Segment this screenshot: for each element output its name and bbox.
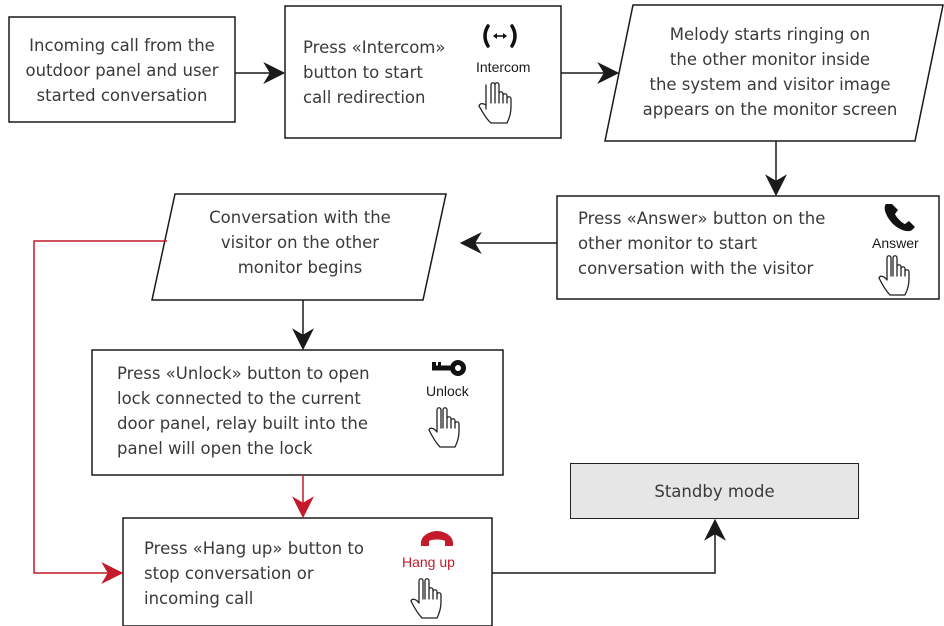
text-line: the system and visitor image (649, 75, 891, 94)
step-conversation-parallelogram (151, 193, 447, 301)
text-line: conversation with the visitor (578, 259, 814, 278)
text-line: started conversation (36, 86, 208, 105)
unlock-button-label: Unlock (426, 383, 469, 399)
step-press-answer-text: Press «Answer» button on the other monit… (578, 206, 853, 281)
text-line: panel will open the lock (117, 439, 313, 458)
hand-pointer-icon (428, 407, 460, 448)
intercom-arrows-icon (483, 24, 517, 48)
text-line: Incoming call from the (29, 36, 215, 55)
text-line: appears on the monitor screen (642, 100, 898, 119)
text-line: Press «Hang up» button to (144, 539, 364, 558)
step-press-unlock-text: Press «Unlock» button to open lock conne… (117, 361, 417, 461)
answer-button-label: Answer (872, 235, 919, 251)
step-incoming-box (8, 16, 236, 123)
step-conversation-text: Conversation with the visitor on the oth… (166, 205, 434, 280)
text-line: incoming call (144, 589, 254, 608)
step-standby-box: Standby mode (570, 463, 859, 519)
hand-pointer-icon (410, 578, 442, 619)
step-press-intercom-text: Press «Intercom» button to start call re… (303, 35, 473, 110)
text-line: lock connected to the current (117, 389, 361, 408)
step-press-answer-box (556, 195, 940, 300)
hang-up-phone-icon (421, 531, 453, 546)
step-melody-parallelogram (604, 4, 944, 142)
step-incoming-text: Incoming call from the outdoor panel and… (9, 33, 235, 108)
hand-pointer-icon (478, 82, 512, 124)
text-line: door panel, relay built into the (117, 414, 368, 433)
text-line: outdoor panel and user (25, 61, 219, 80)
key-icon (432, 360, 466, 376)
phone-handset-icon (884, 204, 915, 232)
step-press-unlock-box (91, 349, 504, 476)
text-line: Conversation with the (209, 208, 391, 227)
text-line: monitor begins (237, 258, 363, 277)
text-line: stop conversation or (144, 564, 314, 583)
intercom-button-label: Intercom (476, 59, 531, 75)
step-press-hangup-text: Press «Hang up» button to stop conversat… (144, 536, 394, 611)
text-line: button to start (303, 63, 423, 82)
arrow-hangup-to-standby (492, 518, 726, 574)
text-line: other monitor to start (578, 234, 758, 253)
text-line: Press «Intercom» (303, 38, 446, 57)
text-line: Melody starts ringing on (669, 25, 871, 44)
step-melody-text: Melody starts ringing on the other monit… (620, 22, 920, 122)
standby-label: Standby mode (654, 481, 775, 501)
hangup-button-label: Hang up (402, 554, 455, 570)
text-line: visitor on the other (220, 233, 380, 252)
hand-pointer-icon (878, 255, 910, 296)
text-line: Press «Answer» button on the (578, 209, 826, 228)
arrow-conversation-to-hangup (33, 240, 167, 584)
text-line: Press «Unlock» button to open (117, 364, 370, 383)
text-line: the other monitor inside (669, 50, 871, 69)
text-line: call redirection (303, 88, 426, 107)
